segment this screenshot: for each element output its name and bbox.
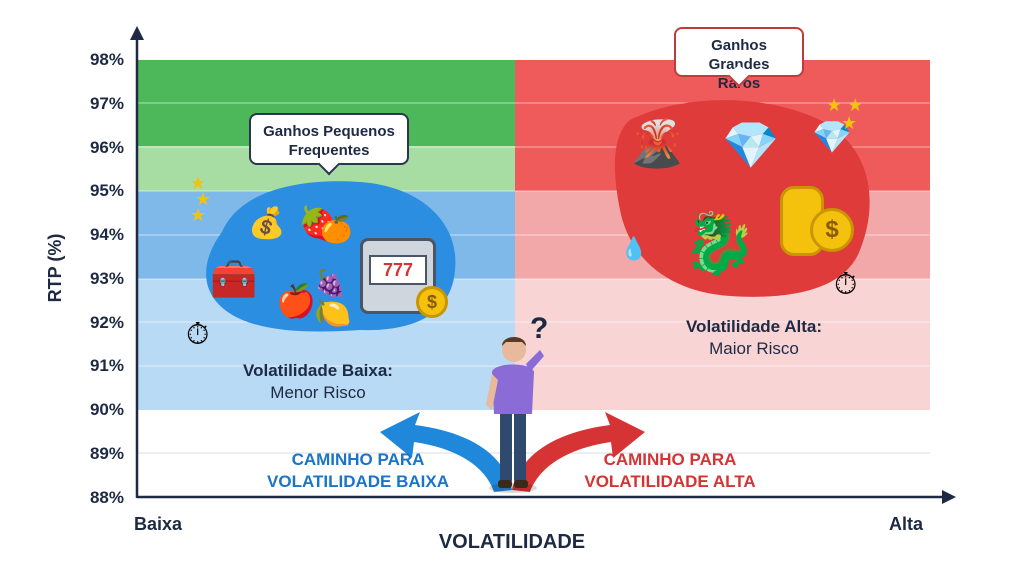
small-diamond-icon: 💎 — [812, 119, 852, 155]
low-path-line-1: CAMINHO PARA — [291, 450, 425, 469]
x-axis-high-label: Alta — [889, 514, 924, 534]
low-path-line-2: VOLATILIDADE BAIXA — [267, 472, 449, 491]
y-axis-arrow — [130, 26, 144, 40]
y-axis-label: RTP (%) — [45, 233, 65, 303]
coin-stack-icon: $ — [776, 182, 856, 258]
high-path-line-2: VOLATILIDADE ALTA — [584, 472, 756, 491]
low-zone-speech-bubble: Ganhos Pequenos Frequentes — [249, 113, 409, 176]
x-axis-low-label: Baixa — [134, 514, 183, 534]
y-tick-94: 94% — [89, 225, 124, 244]
apple-icon: 🍎 — [276, 283, 316, 319]
y-tick-89: 89% — [89, 444, 124, 463]
strawberry-icon: 🍓 — [298, 205, 338, 241]
blue-path-arrow — [380, 412, 512, 492]
low-zone-title: Volatilidade Baixa: — [243, 361, 393, 380]
y-tick-98: 98% — [89, 50, 124, 69]
high-zone-label: Volatilidade Alta: Maior Risco — [654, 316, 854, 360]
question-mark-icon: ? — [530, 312, 549, 345]
low-bubble-line-1: Ganhos Pequenos — [263, 123, 395, 140]
person-figure — [486, 337, 544, 493]
stopwatch-icon: ⏱ — [186, 318, 210, 351]
low-bubble-line-2: Frequentes — [288, 142, 370, 159]
lemon-icon: 🍋 — [314, 297, 352, 330]
orange-icon: 🍊 — [320, 214, 353, 244]
y-tick-97: 97% — [89, 94, 124, 113]
y-tick-93: 93% — [89, 269, 124, 288]
x-axis-arrow — [942, 490, 956, 504]
high-path-label: CAMINHO PARA VOLATILIDADE ALTA — [564, 449, 776, 493]
stars-icon: ★ ★★ — [190, 173, 212, 225]
y-tick-88: 88% — [89, 488, 124, 507]
treasure-chest-icon: 🧰 — [210, 259, 258, 301]
high-bubble-line-2: Grandes Raros — [686, 55, 792, 93]
volcano-icon: 🌋 — [628, 117, 686, 169]
low-zone-subtitle: Menor Risco — [270, 383, 366, 402]
low-zone-label: Volatilidade Baixa: Menor Risco — [218, 360, 418, 404]
drop-icon: 💧 — [620, 236, 648, 261]
diamond-icon: 💎 — [722, 119, 780, 171]
x-axis-label: VOLATILIDADE — [438, 531, 586, 553]
low-path-label: CAMINHO PARA VOLATILIDADE BAIXA — [252, 449, 464, 493]
high-path-line-1: CAMINHO PARA — [603, 450, 737, 469]
grapes-icon: 🍇 — [314, 268, 347, 298]
high-zone-speech-bubble: Ganhos Grandes Raros — [674, 27, 804, 92]
high-bubble-line-1: Ganhos — [711, 37, 767, 54]
y-tick-95: 95% — [89, 181, 124, 200]
high-zone-subtitle: Maior Risco — [709, 339, 799, 358]
y-tick-90: 90% — [89, 400, 124, 419]
band-red-light — [515, 279, 930, 410]
dragon-icon: 🐉 — [682, 210, 757, 277]
high-zone-title: Volatilidade Alta: — [685, 317, 823, 336]
y-tick-91: 91% — [89, 356, 124, 375]
fast-stopwatch-icon: ⏱ — [834, 268, 858, 301]
coin-icon: $ — [416, 286, 448, 318]
y-tick-96: 96% — [89, 138, 124, 157]
gold-pot-icon: 💰 — [248, 207, 286, 240]
red-path-arrow — [512, 412, 645, 492]
y-tick-92: 92% — [89, 313, 124, 332]
stars-icon-right: ★ ★ ★ — [826, 95, 864, 133]
